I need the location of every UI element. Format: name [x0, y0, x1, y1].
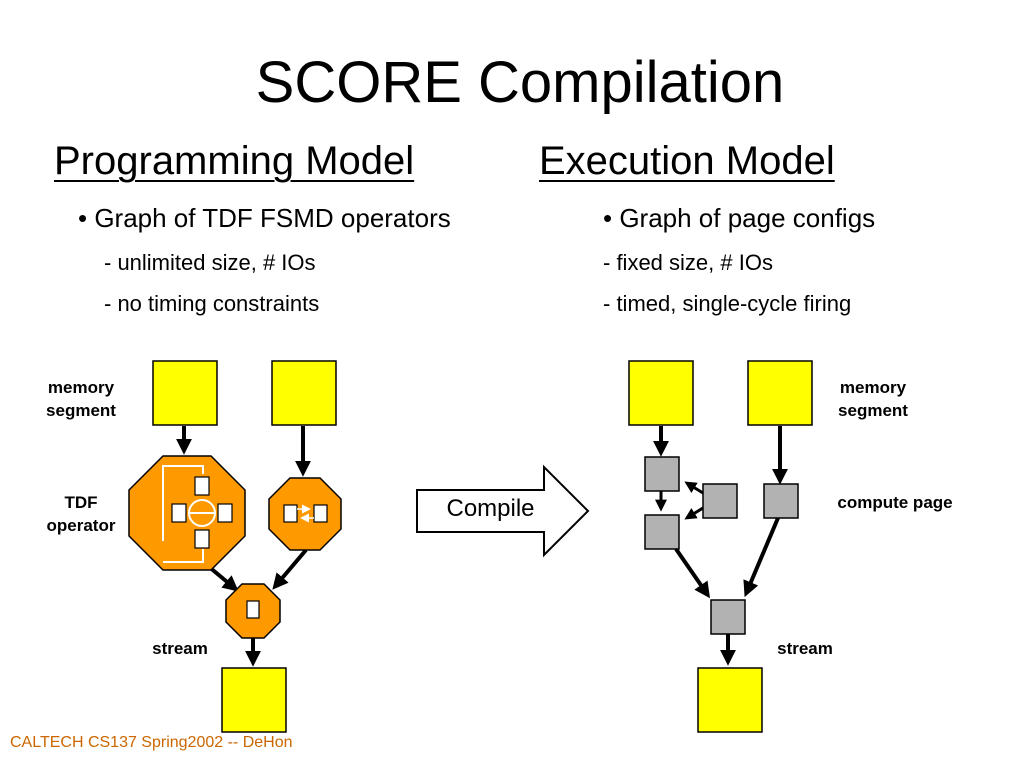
memory-segment-label: memory segment — [822, 376, 924, 422]
memory-segment-label-line: segment — [46, 401, 116, 420]
tdf-operator-label-line: operator — [46, 516, 116, 535]
memory-segment-block — [271, 360, 337, 426]
slide-title: SCORE Compilation — [255, 50, 785, 115]
io-port — [283, 504, 298, 523]
compute-page-block — [710, 599, 746, 635]
memory-segment-block — [628, 360, 694, 426]
stream-arrow — [743, 517, 780, 598]
programming-model-heading: Programming Model — [54, 139, 415, 183]
io-port — [171, 503, 187, 523]
stream-label: stream — [777, 639, 833, 658]
memory-segment-block — [697, 667, 763, 733]
compile-arrow — [416, 464, 590, 558]
io-port — [246, 600, 260, 619]
stream-arrow — [684, 481, 704, 495]
memory-segment-block — [747, 360, 813, 426]
right-bullet: • Graph of page configs — [603, 203, 876, 233]
compile-label: Compile — [446, 495, 535, 522]
compute-page-block — [702, 483, 738, 519]
io-port — [217, 503, 233, 523]
compute-page-block — [763, 483, 799, 519]
footer: CALTECH CS137 Spring2002 -- DeHon — [10, 734, 293, 751]
left-bullet: • Graph of TDF FSMD operators — [78, 203, 451, 233]
io-port — [194, 476, 210, 496]
memory-segment-label-line: memory — [47, 378, 115, 397]
memory-segment-label-line: memory — [839, 378, 907, 397]
execution-model-diagram — [628, 360, 813, 733]
stream-arrow — [272, 548, 308, 590]
right-sub-bullet: - fixed size, # IOs — [603, 250, 773, 275]
tdf-operator-merge — [225, 583, 281, 639]
left-sub-bullet: - unlimited size, # IOs — [104, 250, 316, 275]
memory-segment-block — [152, 360, 218, 426]
memory-segment-label-line: segment — [838, 401, 908, 420]
stream-label: stream — [152, 639, 208, 658]
execution-model-heading: Execution Model — [539, 139, 835, 183]
memory-segment-block — [221, 667, 287, 733]
memory-segment-label: memory segment — [30, 376, 132, 422]
left-sub-bullet: - no timing constraints — [104, 291, 320, 316]
stream-arrow — [684, 506, 704, 520]
io-port — [194, 529, 210, 549]
tdf-operator-large — [128, 455, 246, 571]
stream-arrow — [674, 547, 711, 599]
programming-model-diagram — [128, 360, 342, 733]
tdf-operator-label: TDF operator — [30, 491, 132, 537]
compute-page-block — [644, 456, 680, 492]
tdf-operator-small — [268, 477, 342, 551]
io-port — [313, 504, 328, 523]
compute-page-block — [644, 514, 680, 550]
tdf-operator-label-line: TDF — [64, 493, 98, 512]
right-sub-bullet: - timed, single-cycle firing — [603, 291, 852, 316]
compute-page-label: compute page — [837, 493, 953, 512]
